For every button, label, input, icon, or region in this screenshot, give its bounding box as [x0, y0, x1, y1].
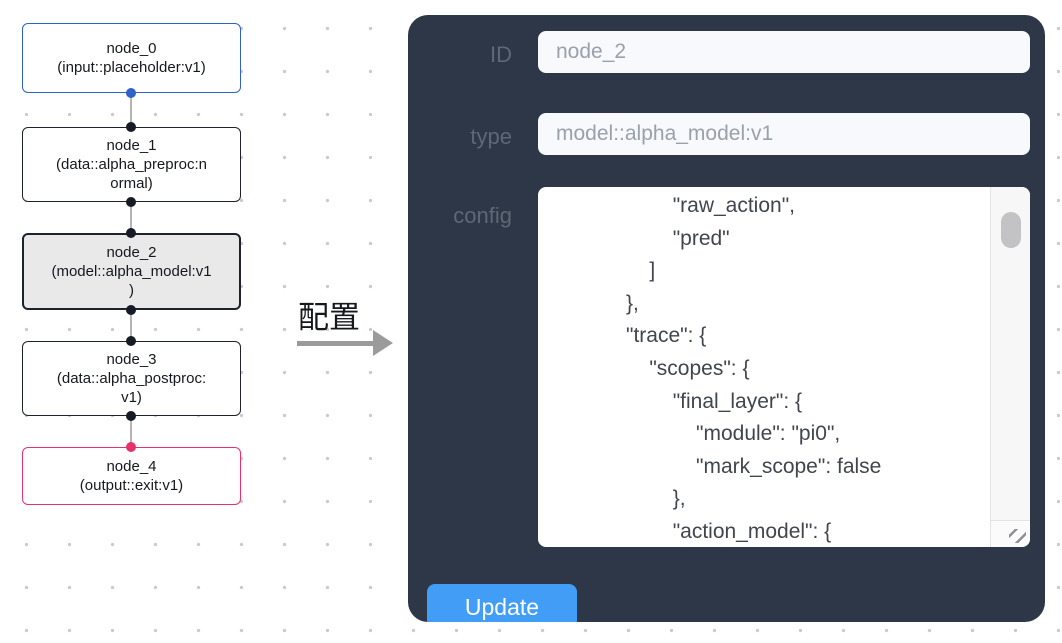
edge-node1-node2 — [130, 202, 132, 233]
handle-node2-source[interactable] — [126, 305, 136, 315]
node-title: node_2 — [106, 244, 157, 261]
config-textarea[interactable]: "raw_action", "pred" ] }, "trace": { "sc… — [538, 187, 1030, 547]
edge-node3-node4 — [130, 416, 132, 447]
scrollbar-track[interactable] — [990, 187, 1030, 520]
edge-node2-node3 — [130, 310, 132, 341]
handle-node4-target[interactable] — [126, 442, 136, 452]
handle-node1-target[interactable] — [126, 122, 136, 132]
flow-node-2-selected[interactable]: node_2 (model::alpha_model:v1 ) — [22, 233, 241, 310]
type-input[interactable] — [538, 113, 1030, 155]
scrollbar-thumb[interactable] — [1001, 212, 1021, 248]
flow-node-4[interactable]: node_4 (output::exit:v1) — [22, 447, 241, 505]
config-field-label: config — [453, 203, 512, 228]
flow-node-0[interactable]: node_0 (input::placeholder:v1) — [22, 23, 241, 93]
node-subtitle: (data::alpha_preproc:n ormal) — [56, 156, 207, 192]
flow-node-3[interactable]: node_3 (data::alpha_postproc: v1) — [22, 341, 241, 416]
resize-grip-icon — [1009, 529, 1026, 543]
node-subtitle: (data::alpha_postproc: v1) — [56, 370, 207, 406]
node-title: node_4 — [106, 458, 157, 475]
flow-node-1[interactable]: node_1 (data::alpha_preproc:n ormal) — [22, 127, 241, 202]
handle-node0-source[interactable] — [126, 88, 136, 98]
id-field-label: ID — [490, 42, 512, 67]
config-json-text: "raw_action", "pred" ] }, "trace": { "sc… — [626, 194, 882, 543]
id-input[interactable] — [538, 31, 1030, 73]
node-subtitle: (output::exit:v1) — [79, 477, 184, 494]
node-title: node_3 — [106, 351, 157, 368]
edge-node0-node1 — [130, 93, 132, 127]
config-panel: ID type config "raw_action", "pred" ] },… — [408, 15, 1045, 622]
arrow-head-icon — [373, 330, 393, 356]
arrow-icon — [297, 341, 375, 346]
handle-node2-target[interactable] — [126, 228, 136, 238]
transition-label: 配置 — [298, 300, 360, 335]
handle-node1-source[interactable] — [126, 197, 136, 207]
node-subtitle: (input::placeholder:v1) — [57, 59, 206, 76]
handle-node3-source[interactable] — [126, 411, 136, 421]
node-title: node_0 — [106, 40, 157, 57]
textarea-resize-corner[interactable] — [990, 520, 1030, 547]
handle-node3-target[interactable] — [126, 336, 136, 346]
type-field-label: type — [470, 124, 512, 149]
node-subtitle: (model::alpha_model:v1 ) — [51, 263, 212, 299]
update-button[interactable]: Update — [427, 584, 577, 622]
node-title: node_1 — [106, 137, 157, 154]
